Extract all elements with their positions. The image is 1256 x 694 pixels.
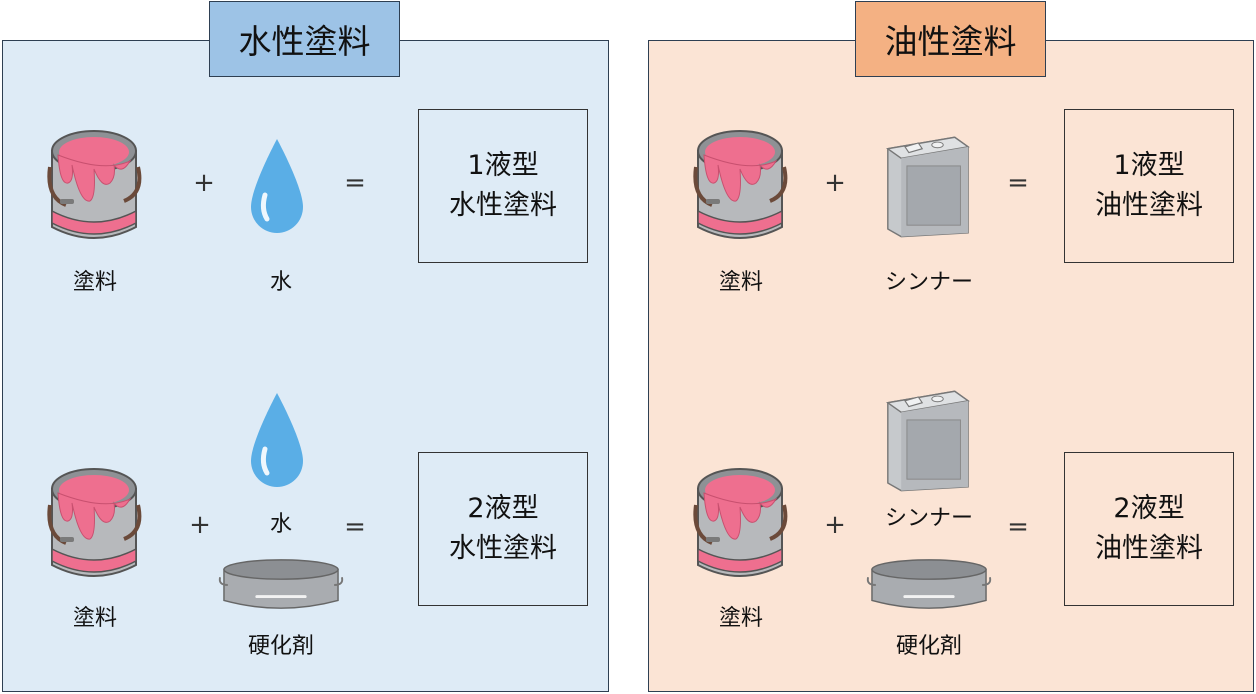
hardener-label: 硬化剤 [247,634,315,659]
result-type: 2液型 [467,493,539,524]
result-box: 2液型 油性塗料 [1064,452,1234,606]
paint-bucket-icon [690,458,790,584]
result-paint: 水性塗料 [449,190,557,221]
equals-sign: = [1007,512,1029,542]
hardener-label: 硬化剤 [895,634,963,659]
result-box: 1液型 水性塗料 [418,109,588,263]
plus-sign: + [824,168,846,198]
water-drop-icon [247,384,307,498]
paint-bucket-icon [690,120,790,246]
result-paint: 油性塗料 [1095,533,1203,564]
result-box: 2液型 水性塗料 [418,452,588,606]
water-drop-icon [247,130,307,244]
plus-sign: + [193,168,215,198]
oil-panel-title: 油性塗料 [855,1,1046,77]
paint-label: 塗料 [718,606,764,631]
equals-sign: = [344,168,366,198]
thinner-label: シンナー [884,270,974,295]
paint-label: 塗料 [718,270,764,295]
paint-label: 塗料 [72,606,118,631]
result-box: 1液型 油性塗料 [1064,109,1234,263]
plus-sign: + [824,510,846,540]
equals-sign: = [1007,168,1029,198]
thinner-label: シンナー [884,506,974,531]
paint-bucket-icon [44,120,144,246]
water-panel-title: 水性塗料 [209,1,400,77]
thinner-can-icon [884,130,970,242]
result-type: 2液型 [1113,493,1185,524]
paint-label: 塗料 [72,270,118,295]
equals-sign: = [344,512,366,542]
thinner-can-icon [884,384,970,496]
water-label: 水 [269,270,293,295]
result-paint: 水性塗料 [449,533,557,564]
water-label: 水 [269,512,293,537]
result-paint: 油性塗料 [1095,190,1203,221]
hardener-can-icon [866,556,992,614]
hardener-can-icon [218,556,344,614]
plus-sign: + [189,510,211,540]
result-type: 1液型 [467,150,539,181]
result-type: 1液型 [1113,150,1185,181]
paint-bucket-icon [44,458,144,584]
